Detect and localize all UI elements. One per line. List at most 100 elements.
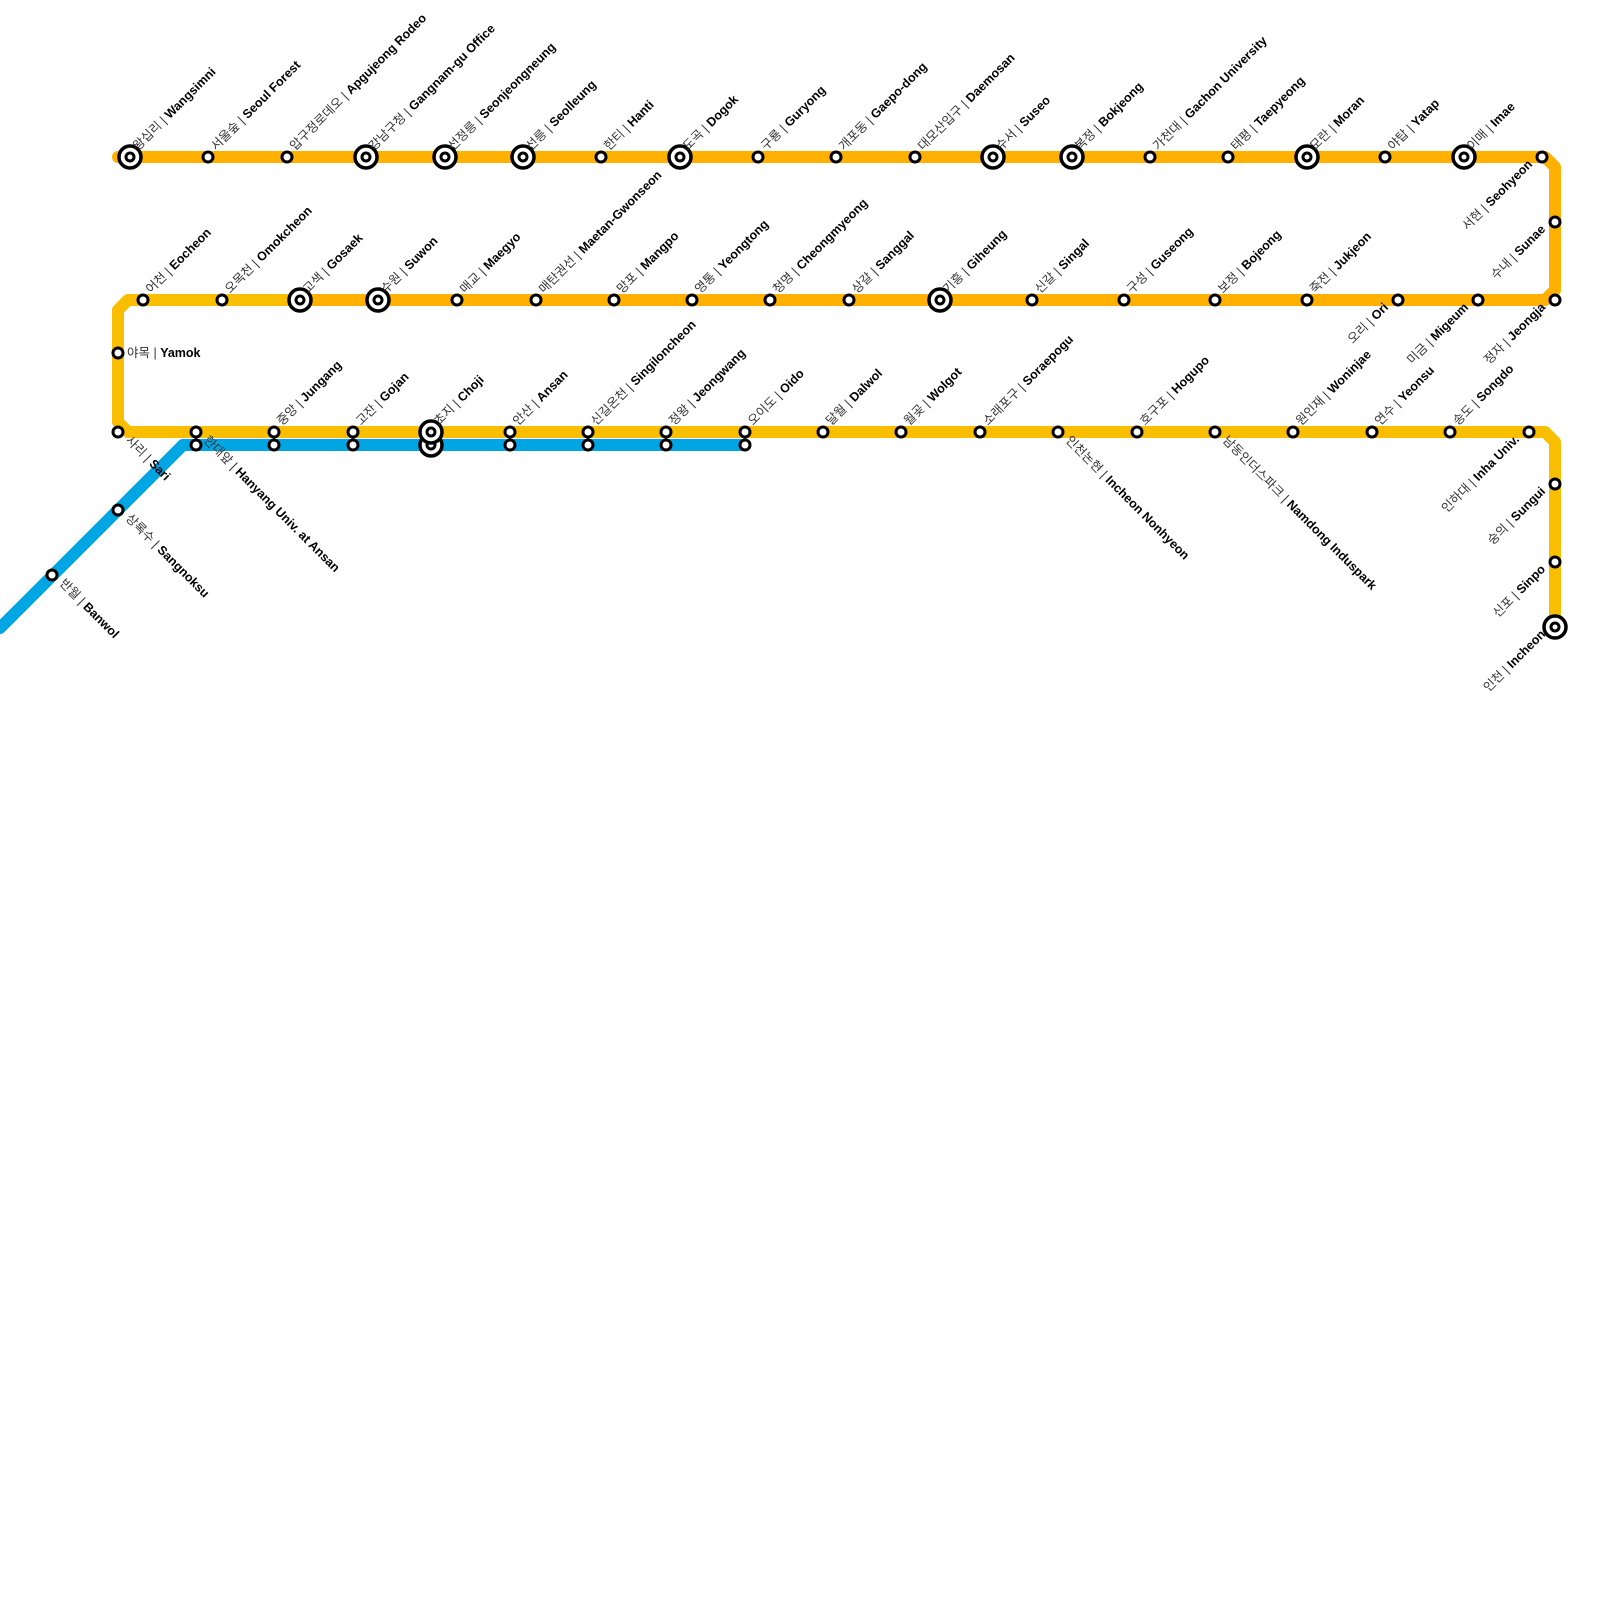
station-yeonsu[interactable]: 연수 | Yeonsu [1365,363,1437,439]
station-name-en: Gosaek [324,231,366,273]
station-jukjeon[interactable]: 죽전 | Jukjeon [1300,229,1374,307]
station-marker [1535,150,1549,164]
station-name-en: Jungang [298,358,345,405]
station-apgujeong-rodeo[interactable]: 압구정로데오 | Apgujeong Rodeo [280,11,429,164]
station-name-ko: 인천논현 | [1063,433,1113,483]
line4-station-marker[interactable] [503,438,517,452]
station-label: 압구정로데오 | Apgujeong Rodeo [287,11,429,153]
station-name-en: Yeonsu [1396,363,1437,404]
station-label: 서현 | Seohyeon [1459,157,1535,233]
station-name-en: Yamok [160,346,200,360]
station-gachon-university[interactable]: 가천대 | Gachon University [1143,33,1270,164]
station-marker [1117,293,1131,307]
station-marker [111,503,125,517]
suin-bundang-south [112,294,1561,633]
station-marker [1051,425,1065,439]
station-name-en: Choji [455,373,487,405]
station-marker [1365,425,1379,439]
station-name-en: Suwon [402,234,441,273]
station-sungui[interactable]: 숭의 | Sungui [1485,477,1562,548]
station-name-en: Seoul Forest [240,57,304,121]
station-name-en: Yeongtong [716,217,772,273]
station-guseong[interactable]: 구성 | Guseong [1117,224,1196,307]
station-name-en: Seolleung [547,78,599,130]
station-eocheon[interactable]: 어천 | Eocheon [136,225,214,307]
station-taepyeong[interactable]: 태평 | Taepyeong [1221,74,1308,164]
station-bojeong[interactable]: 보정 | Bojeong [1208,227,1284,307]
station-incheon-nonhyeon[interactable]: 인천논현 | Incheon Nonhyeon [1051,425,1193,562]
station-label: 정자 | Jeongja [1481,299,1549,367]
station-name-en: Incheon Nonhyeon [1103,473,1192,562]
station-yeongtong[interactable]: 영통 | Yeongtong [685,217,772,307]
station-label: 매탄권선 | Maetan-Gwonseon [536,168,664,296]
station-namdong-induspark[interactable]: 남동인더스파크 | Namdong Induspark [1208,425,1379,593]
station-incheon[interactable]: 인천 | Incheon [1480,614,1568,694]
station-name-en: Banwol [80,600,121,641]
station-maetan-gwonseon[interactable]: 매탄권선 | Maetan-Gwonseon [529,168,664,307]
station-name-en: Bokjeong [1096,79,1146,129]
line-4-diagonal [0,439,189,634]
station-name-en: Apgujeong Rodeo [343,11,429,97]
station-label: 반월 | Banwol [57,576,122,641]
station-name-ko: 강남구청 | [366,103,416,153]
station-label: 한티 | Hanti [601,98,656,153]
station-name-en: Hanyang Univ. at Ansan [232,465,342,575]
station-jeongwang[interactable]: 정왕 | Jeongwang [659,346,748,439]
line4-station-marker[interactable] [738,438,752,452]
station-mangpo[interactable]: 망포 | Mangpo [607,229,682,307]
station-label: 죽전 | Jukjeon [1307,229,1374,296]
station-label: 숭의 | Sungui [1485,484,1548,547]
station-sanggal[interactable]: 상갈 | Sanggal [842,228,917,307]
station-name-ko: 선정릉 | [445,112,487,154]
station-label: 송도 | Songdo [1450,362,1517,429]
station-name-en: Guseong [1148,224,1196,272]
station-name-en: Hanti [625,98,657,130]
station-name-en: Mangpo [638,229,682,273]
station-songdo[interactable]: 송도 | Songdo [1443,362,1517,439]
station-marker [529,293,543,307]
station-gaepo-dong[interactable]: 개포동 | Gaepo-dong [829,60,930,164]
station-sangnoksu[interactable]: 상록수 | Sangnoksu [111,503,212,600]
line4-station-marker[interactable] [346,438,360,452]
station-label: 호구포 | Hogupo [1137,353,1212,428]
station-marker [763,293,777,307]
station-marker [738,425,752,439]
station-label: 상갈 | Sanggal [849,228,917,296]
station-label: 태평 | Taepyeong [1228,74,1307,153]
line4-station-marker[interactable] [581,438,595,452]
station-name-ko: 상록수 | [123,511,165,553]
station-name-en: Woninjae [1325,347,1374,396]
station-maegyo[interactable]: 매교 | Maegyo [450,230,524,307]
station-marker [1208,425,1222,439]
station-label: 안산 | Ansan [510,368,570,428]
station-marker [450,293,464,307]
station-name-en: Imae [1488,100,1518,130]
station-label: 미금 | Migeum [1404,300,1471,367]
station-soraepogu[interactable]: 소래포구 | Soraepogu [973,332,1076,439]
station-label: 한대앞 | Hanyang Univ. at Ansan [201,433,343,575]
station-label: 선릉 | Seolleung [523,78,599,154]
station-name-en: Sunae [1512,222,1548,258]
line4-station-marker[interactable] [659,438,673,452]
line4-station-marker[interactable] [267,438,281,452]
station-marker [503,438,517,452]
line4-station-marker[interactable] [189,438,203,452]
station-label: 보정 | Bojeong [1215,227,1284,296]
station-gangnam-gu-office[interactable]: 강남구청 | Gangnam-gu Office [353,21,498,170]
station-marker [1391,293,1405,307]
station-seoul-forest[interactable]: 서울숲 | Seoul Forest [201,57,304,164]
station-yamok[interactable]: 야목 | Yamok [111,346,201,360]
station-hogupo[interactable]: 호구포 | Hogupo [1130,353,1212,439]
station-marker [1471,293,1485,307]
station-banwol[interactable]: 반월 | Banwol [45,568,122,641]
station-woninjae[interactable]: 원인재 | Woninjae [1286,347,1374,439]
station-guryong[interactable]: 구룡 | Guryong [751,83,828,164]
station-label: 신포 | Sinpo [1490,562,1548,620]
station-label: 월곶 | Wolgot [901,364,965,428]
station-label: 수원 | Suwon [378,234,440,296]
station-label: 소래포구 | Soraepogu [980,332,1076,428]
station-jungang[interactable]: 중앙 | Jungang [267,358,345,439]
station-marker [751,150,765,164]
station-marker [607,293,621,307]
station-marker [189,425,203,439]
